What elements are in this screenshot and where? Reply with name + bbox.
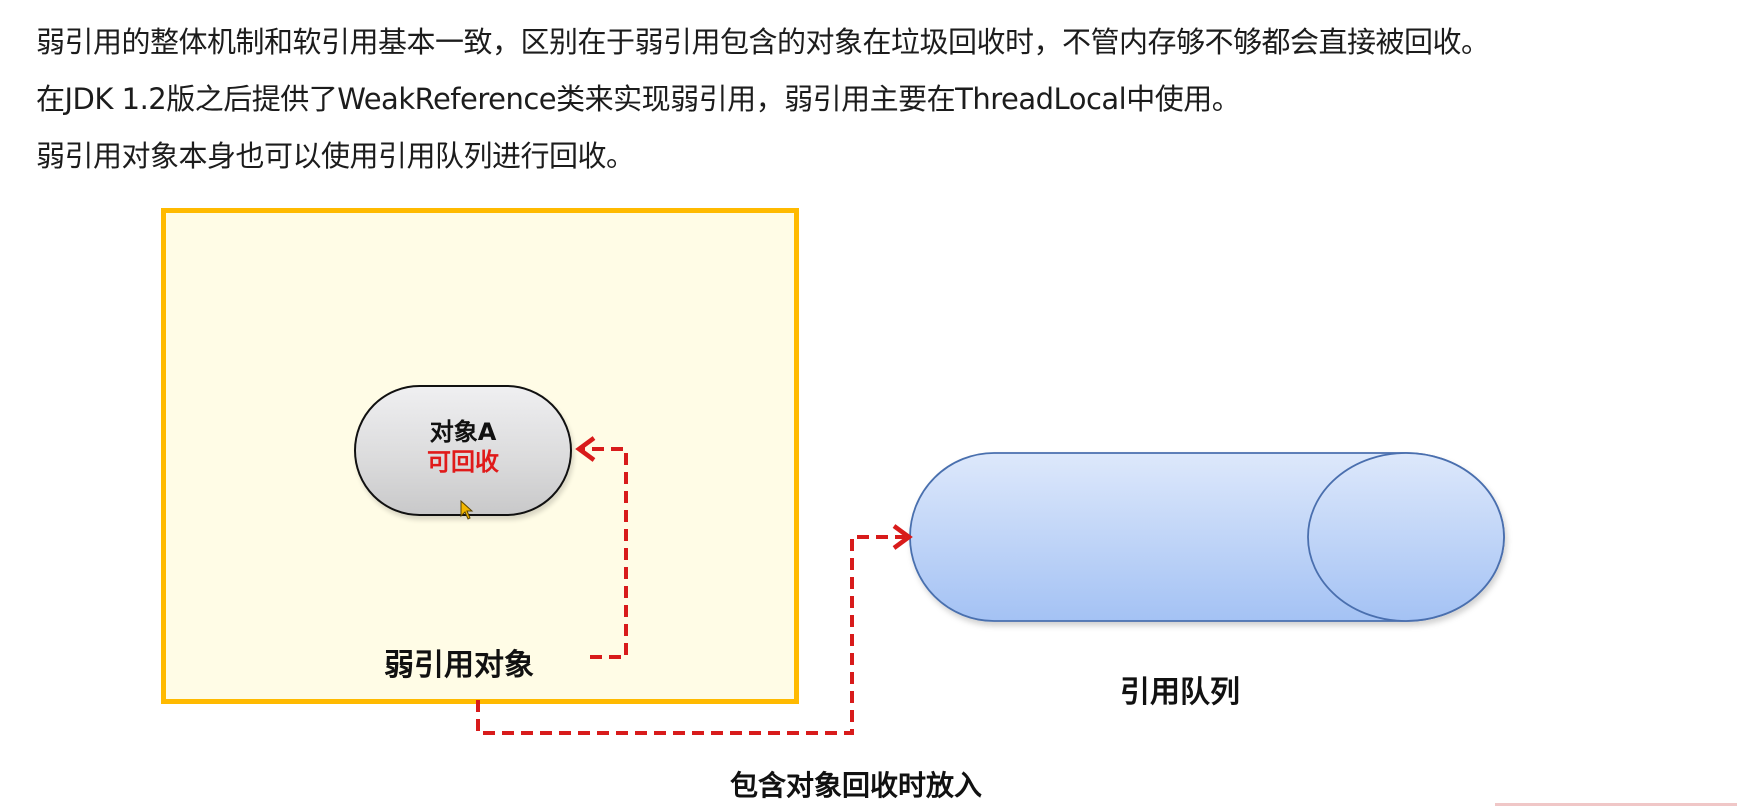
intro-line-2: 在JDK 1.2版之后提供了WeakReference类来实现弱引用，弱引用主要… <box>36 82 1241 116</box>
enqueue-on-collect-label: 包含对象回收时放入 <box>730 769 983 802</box>
reference-queue-cylinder <box>909 452 1505 622</box>
intro-text: 弱引用的整体机制和软引用基本一致，区别在于弱引用包含的对象在垃圾回收时，不管内存… <box>36 14 1726 185</box>
progress-bar-fragment <box>1495 803 1737 806</box>
reference-queue-label: 引用队列 <box>1120 675 1240 710</box>
mouse-cursor-icon <box>460 500 474 520</box>
weak-reference-label: 弱引用对象 <box>384 648 534 683</box>
intro-line-1: 弱引用的整体机制和软引用基本一致，区别在于弱引用包含的对象在垃圾回收时，不管内存… <box>36 25 1490 59</box>
video-watermark <box>1447 766 1737 806</box>
object-a-title: 对象A <box>429 417 497 446</box>
object-a-status: 可回收 <box>427 447 499 476</box>
object-a-node: 对象A 可回收 <box>354 385 572 516</box>
reference-queue-end-cap <box>1307 452 1505 622</box>
intro-line-3: 弱引用对象本身也可以使用引用队列进行回收。 <box>36 139 635 173</box>
